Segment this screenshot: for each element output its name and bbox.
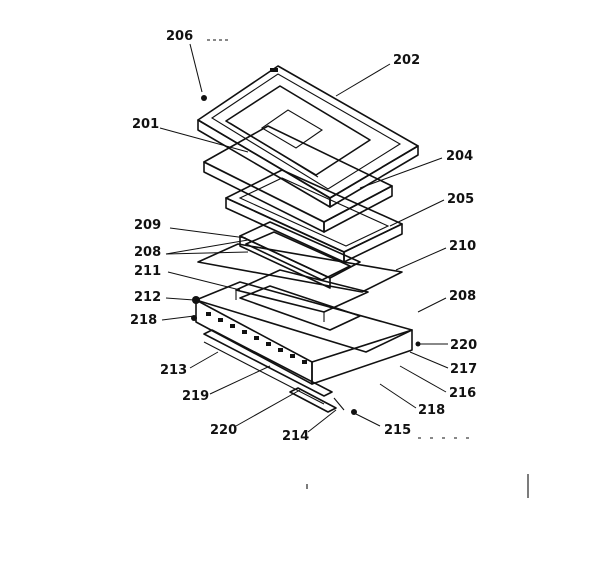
callout-209: 209 <box>134 218 161 233</box>
trim-rail-219 <box>203 329 333 405</box>
gasket-frame-209 <box>239 221 361 289</box>
screw-206 <box>201 95 207 101</box>
screw-215 <box>351 409 357 415</box>
callout-218a: 218 <box>130 313 157 328</box>
callout-201: 201 <box>132 117 159 132</box>
perforated-strip <box>206 312 307 364</box>
handle-rod-214 <box>289 387 345 413</box>
callout-219: 219 <box>182 389 209 404</box>
callout-218b: 218 <box>418 403 445 418</box>
callout-208a: 208 <box>134 245 161 260</box>
callout-205: 205 <box>447 192 474 207</box>
callout-215: 215 <box>384 423 411 438</box>
callout-211: 211 <box>134 264 161 279</box>
clip-212 <box>192 296 200 304</box>
callout-210: 210 <box>449 239 476 254</box>
callout-217: 217 <box>450 362 477 377</box>
callout-214: 214 <box>282 429 309 444</box>
inner-panel-205 <box>225 169 403 263</box>
callout-220b: 220 <box>210 423 237 438</box>
liner-sheet-210 <box>197 243 403 322</box>
callout-208b: 208 <box>449 289 476 304</box>
leader-lines <box>159 43 449 433</box>
callout-220a: 220 <box>450 338 477 353</box>
callout-213: 213 <box>160 363 187 378</box>
callout-216: 216 <box>449 386 476 401</box>
callout-204: 204 <box>446 149 473 164</box>
callout-212: 212 <box>134 290 161 305</box>
door-base-216 <box>195 281 413 385</box>
glass-panel-204 <box>203 125 393 233</box>
callout-202: 202 <box>393 53 420 68</box>
stray-marks <box>207 39 529 498</box>
callout-labels: 206 202 201 204 205 209 208 210 211 208 … <box>130 29 477 444</box>
callout-206a: 206 <box>166 29 193 44</box>
